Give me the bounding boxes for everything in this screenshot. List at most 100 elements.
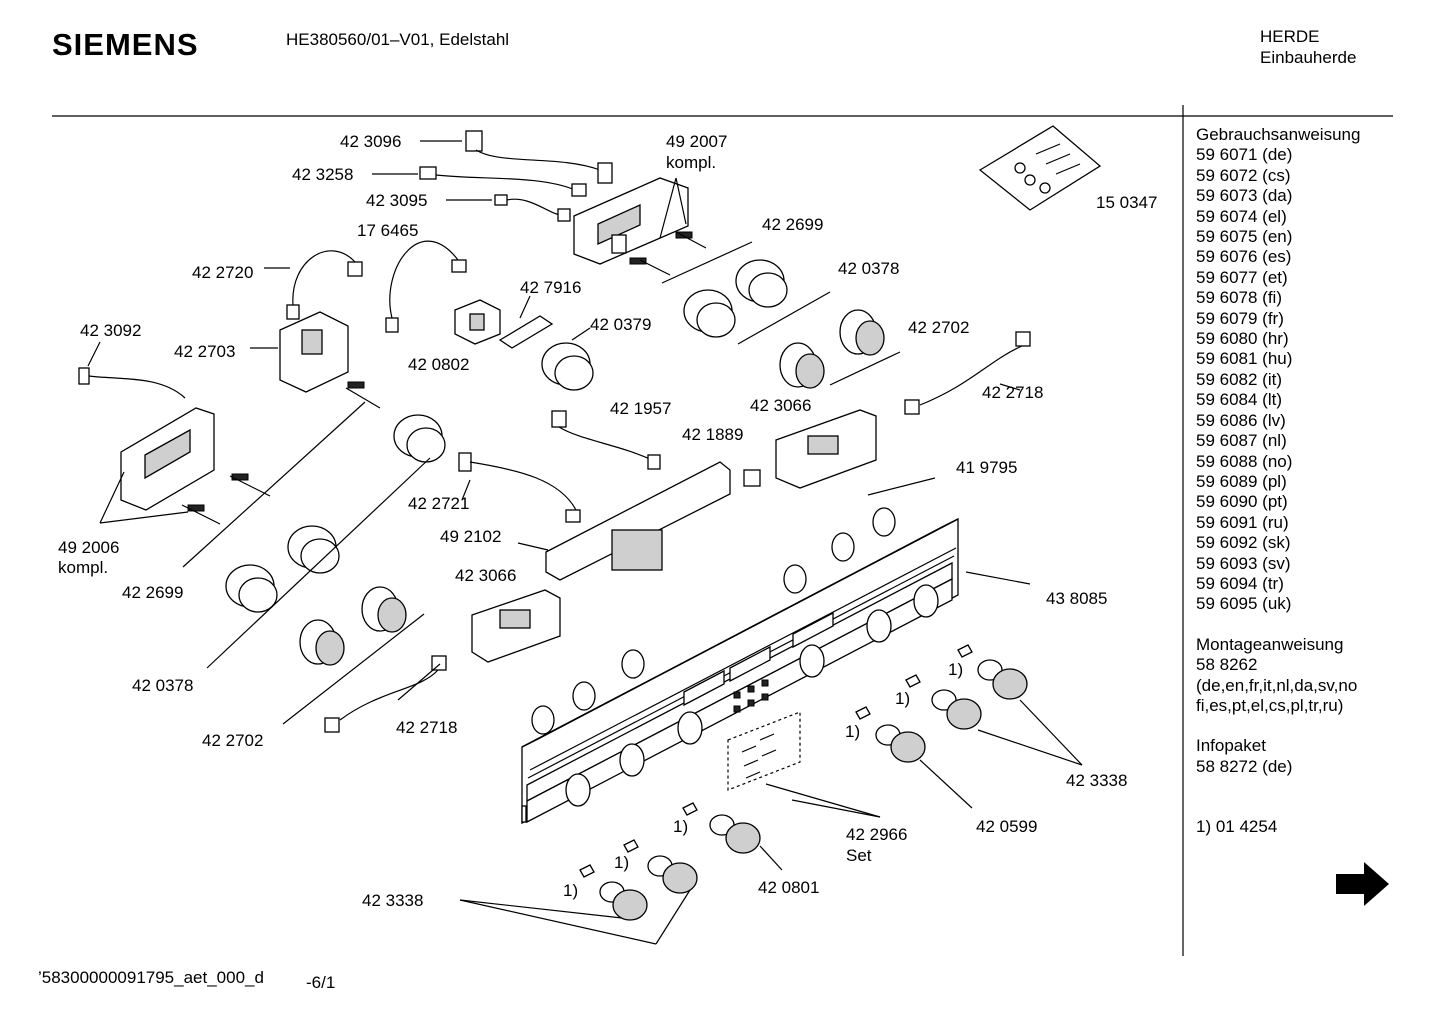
harness-423258 bbox=[419, 166, 587, 197]
screw-bag-150347 bbox=[978, 125, 1102, 211]
control-panel-438085 bbox=[521, 517, 959, 825]
brand-logo: SIEMENS bbox=[52, 27, 199, 62]
footnote-text: 1) 01 4254 bbox=[1196, 817, 1278, 837]
sidebar-document-list: Gebrauchsanweisung 59 6071 (de) 59 6072 … bbox=[1196, 125, 1360, 838]
manual-item: 59 6079 (fr) bbox=[1196, 308, 1284, 328]
label-420378-top: 42 0378 bbox=[838, 259, 899, 278]
bracket-423066-top bbox=[775, 409, 877, 489]
label-422718-top: 42 2718 bbox=[982, 383, 1043, 402]
model-title: HE380560/01–V01, Edelstahl bbox=[286, 30, 510, 49]
manual-item: 59 6088 (no) bbox=[1196, 451, 1293, 471]
manual-item: 59 6075 (en) bbox=[1196, 227, 1293, 247]
footnote-mark: 1) bbox=[948, 660, 963, 679]
mounting-title: Montageanweisung bbox=[1196, 634, 1344, 654]
label-419795: 41 9795 bbox=[956, 458, 1017, 477]
footnote-mark: 1) bbox=[614, 853, 629, 872]
manual-item: 59 6072 (cs) bbox=[1196, 165, 1291, 185]
panel-rings bbox=[531, 507, 896, 735]
arrow-right-icon[interactable] bbox=[1336, 862, 1389, 906]
label-423258: 42 3258 bbox=[292, 165, 353, 184]
part-labels: 42 3096 42 3258 42 3095 49 2007 kompl. 1… bbox=[58, 132, 1157, 910]
subcategory-label: Einbauherde bbox=[1260, 48, 1357, 67]
label-423338-bottom: 42 3338 bbox=[362, 891, 423, 910]
manual-item: 59 6076 (es) bbox=[1196, 247, 1292, 267]
manual-item: 59 6074 (el) bbox=[1196, 206, 1287, 226]
harness-421957 bbox=[551, 410, 661, 470]
label-422966: 42 2966 bbox=[846, 825, 907, 844]
footnote-mark: 1) bbox=[563, 881, 578, 900]
control-knobs bbox=[599, 659, 1028, 921]
manual-item: 59 6090 (pt) bbox=[1196, 492, 1288, 512]
manual-item: 59 6071 (de) bbox=[1196, 145, 1293, 165]
footnote-mark: 1) bbox=[895, 689, 910, 708]
module-492007 bbox=[573, 177, 693, 265]
mounting-langs: fi,es,pt,el,cs,pl,tr,ru) bbox=[1196, 695, 1344, 715]
harness-176465 bbox=[385, 240, 467, 333]
label-150347: 15 0347 bbox=[1096, 193, 1157, 212]
manual-item: 59 6091 (ru) bbox=[1196, 512, 1289, 532]
footnote-mark: 1) bbox=[845, 722, 860, 741]
harness-423096 bbox=[465, 130, 613, 184]
frame-492102 bbox=[545, 461, 731, 581]
info-code: 58 8272 (de) bbox=[1196, 756, 1293, 776]
label-492006: 49 2006 bbox=[58, 538, 119, 557]
manual-item: 59 6094 (tr) bbox=[1196, 573, 1284, 593]
harness-422718-top bbox=[904, 331, 1031, 415]
manual-item: 59 6073 (da) bbox=[1196, 186, 1293, 206]
bracket-423066-bottom bbox=[471, 589, 561, 663]
label-492007-note: kompl. bbox=[666, 153, 716, 172]
switch-housings bbox=[225, 259, 788, 613]
module-422703 bbox=[279, 311, 365, 393]
label-438085: 43 8085 bbox=[1046, 589, 1107, 608]
manual-item: 59 6077 (et) bbox=[1196, 267, 1288, 287]
label-422702-top: 42 2702 bbox=[908, 318, 969, 337]
page-number: -6/1 bbox=[306, 973, 336, 992]
label-420599: 42 0599 bbox=[976, 817, 1037, 836]
label-423096: 42 3096 bbox=[340, 132, 401, 151]
label-492102: 49 2102 bbox=[440, 527, 501, 546]
harness-422720 bbox=[286, 250, 363, 320]
label-427916: 42 7916 bbox=[520, 278, 581, 297]
document-code: ’58300000091795_aet_000_d bbox=[38, 968, 264, 987]
spindle-housings bbox=[299, 309, 885, 666]
label-421889: 42 1889 bbox=[682, 425, 743, 444]
label-423066-top: 42 3066 bbox=[750, 396, 811, 415]
mounting-langs: (de,en,fr,it,nl,da,sv,no bbox=[1196, 675, 1358, 695]
category-label: HERDE bbox=[1260, 27, 1320, 46]
manual-item: 59 6089 (pl) bbox=[1196, 471, 1287, 491]
manual-item: 59 6080 (hr) bbox=[1196, 329, 1289, 349]
label-423338-right: 42 3338 bbox=[1066, 771, 1127, 790]
manual-title: Gebrauchsanweisung bbox=[1196, 125, 1361, 144]
info-title: Infopaket bbox=[1196, 736, 1266, 756]
harness-423095 bbox=[494, 194, 571, 222]
manual-item: 59 6078 (fi) bbox=[1196, 288, 1282, 308]
label-421957: 42 1957 bbox=[610, 399, 671, 418]
manual-item: 59 6093 (sv) bbox=[1196, 553, 1291, 573]
harness-422721 bbox=[458, 452, 581, 523]
label-422699-top: 42 2699 bbox=[762, 215, 823, 234]
label-422721: 42 2721 bbox=[408, 494, 469, 513]
manual-item: 59 6082 (it) bbox=[1196, 369, 1282, 389]
manual-item: 59 6081 (hu) bbox=[1196, 349, 1293, 369]
label-422718-bottom: 42 2718 bbox=[396, 718, 457, 737]
label-423092: 42 3092 bbox=[80, 321, 141, 340]
knob-marker-tabs bbox=[579, 644, 973, 878]
manual-item: 59 6095 (uk) bbox=[1196, 594, 1292, 614]
label-420802: 42 0802 bbox=[408, 355, 469, 374]
label-420801: 42 0801 bbox=[758, 878, 819, 897]
bracket-427916 bbox=[498, 315, 554, 349]
label-420378-bottom: 42 0378 bbox=[132, 676, 193, 695]
label-422702-bottom: 42 2702 bbox=[202, 731, 263, 750]
screw-set-422966 bbox=[727, 711, 801, 791]
label-423095: 42 3095 bbox=[366, 191, 427, 210]
manual-item: 59 6092 (sk) bbox=[1196, 533, 1291, 553]
mounting-code: 58 8262 bbox=[1196, 655, 1258, 675]
label-423066-bottom: 42 3066 bbox=[455, 566, 516, 585]
switch-420802 bbox=[454, 299, 501, 345]
module-492006 bbox=[120, 407, 249, 512]
label-492006-note: kompl. bbox=[58, 558, 108, 577]
leader-lines bbox=[87, 140, 1083, 945]
label-422703: 42 2703 bbox=[174, 342, 235, 361]
label-422966-note: Set bbox=[846, 846, 872, 865]
